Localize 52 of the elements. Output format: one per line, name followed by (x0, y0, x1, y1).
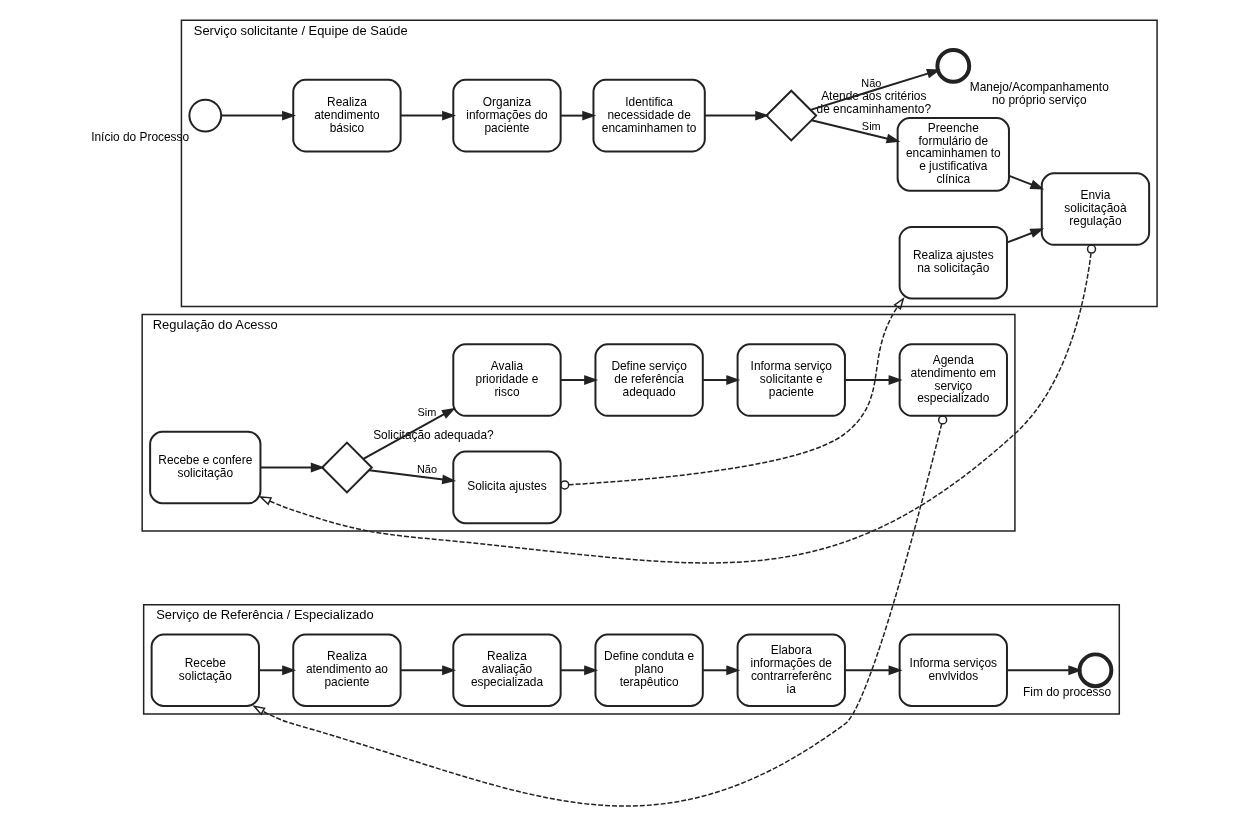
node-circle (1077, 652, 1113, 689)
arrow (259, 462, 325, 473)
arrow (257, 665, 296, 676)
arrow (559, 110, 596, 121)
arrow (701, 665, 740, 676)
arrow (219, 110, 296, 121)
node-box: Avalia prioridade e risco (451, 343, 562, 417)
node-box: Preenche formulário de encaminhamen to e justificativa clínica (896, 117, 1010, 192)
node-box: Agenda atendimento em serviço especializado (898, 343, 1008, 417)
arrow (258, 244, 1096, 564)
node-box: Recebe e confere solicitação (148, 430, 261, 505)
arrow (559, 665, 598, 676)
arrow (1005, 228, 1044, 244)
node-box: Envia solicitaçãoà regulação (1040, 172, 1150, 246)
node-box: Realiza atendimento ao paciente (291, 633, 402, 708)
edge-label: Não (860, 76, 881, 89)
node-box: Recebe solictação (150, 633, 260, 708)
node-box: Solicita ajustes (451, 450, 562, 525)
node-box: Realiza avaliação especializada (451, 633, 562, 708)
node-box: Informa serviços envlvidos (898, 633, 1008, 708)
edge-label: Não (416, 463, 437, 476)
arrow (251, 415, 947, 807)
arrow (367, 469, 456, 485)
arrow (559, 296, 905, 490)
edge-label: Sim (417, 405, 436, 418)
arrow (703, 110, 769, 121)
node-label: Fim do processo (1022, 684, 1111, 699)
node-box: Elabora informações de contrarreferênc ia (736, 633, 846, 708)
node-box: Define conduta e plano terapêutico (593, 633, 704, 708)
arrow (1005, 665, 1082, 676)
node-box: Informa serviço solicitante e paciente (736, 343, 846, 417)
node-box: Realiza atendimento básico (291, 78, 402, 153)
arrow (843, 375, 903, 385)
node-diamond (764, 89, 818, 142)
arrow (810, 119, 900, 144)
node-circle (187, 98, 222, 133)
arrow (399, 110, 456, 121)
arrow (361, 407, 456, 460)
arrow (809, 68, 941, 111)
arrow (701, 375, 740, 385)
node-box: Organiza informações do paciente (451, 78, 562, 153)
node-box: Realiza ajustes na solicitação (898, 225, 1008, 300)
node-diamond (320, 441, 373, 494)
node-circle (934, 48, 971, 84)
arrow (559, 375, 598, 385)
arrow (399, 665, 456, 676)
edge-label: Sim (861, 120, 881, 133)
arrow (843, 665, 903, 676)
node-box: Define serviço de referência adequado (593, 343, 704, 417)
node-box: Identifica necessidade de encaminhamen to (591, 78, 706, 153)
arrow (1007, 174, 1044, 190)
node-label: Manejo/Acompanhamento no próprio serviço (969, 80, 1109, 108)
